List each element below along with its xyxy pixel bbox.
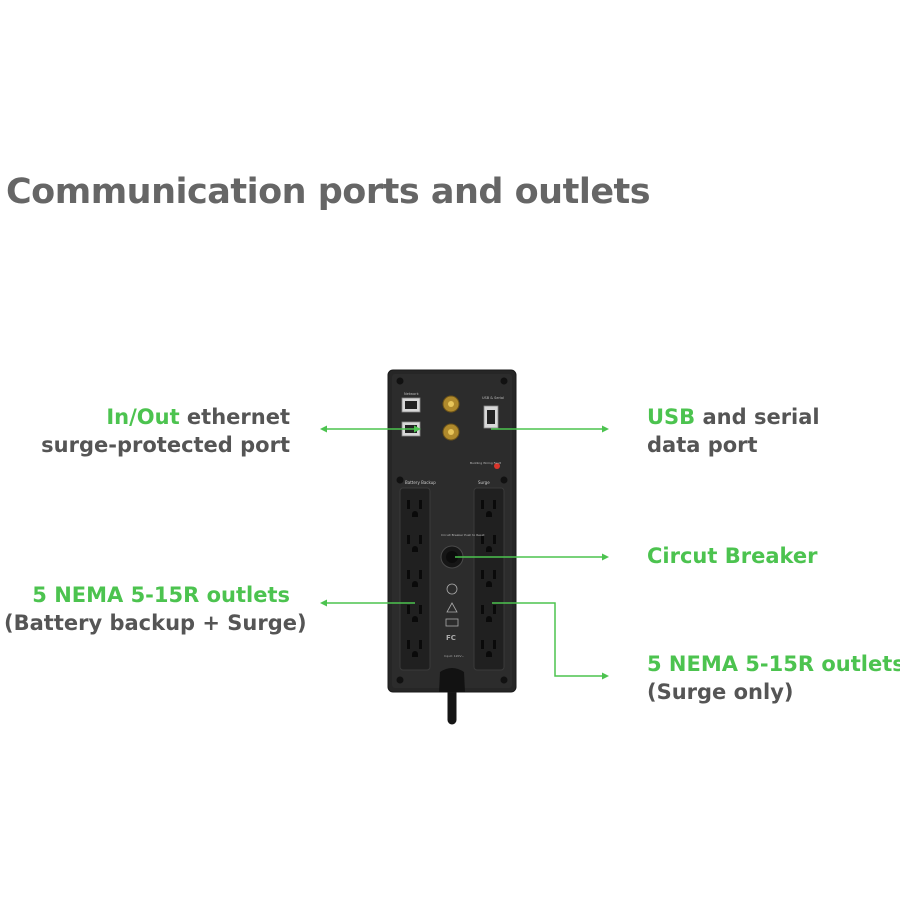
ethernet-callout-accent: In/Out [106, 405, 180, 429]
surge-label: Surge [478, 480, 490, 485]
screws [396, 377, 508, 684]
breaker-label: Circuit Breaker Push to Reset [441, 533, 485, 537]
usb-serial-port: USB & Serial [482, 396, 504, 429]
coax-connectors [442, 395, 460, 441]
page-title: Communication ports and outlets [6, 172, 651, 212]
certification-marks: FC [445, 583, 459, 642]
surge-outlet-strip [473, 487, 505, 671]
surge-callout-line2: (Surge only) [647, 680, 794, 704]
svg-text:FC: FC [446, 634, 456, 642]
wiring-fault-label: Building Wiring Fault [470, 461, 502, 465]
battery-outlets-callout: 5 NEMA 5-15R outlets (Battery backup + S… [4, 581, 307, 637]
usb-callout-accent: USB [647, 405, 696, 429]
network-label: Network [404, 392, 420, 396]
usb-callout-line2: data port [647, 433, 758, 457]
surge-outlets-arrow [492, 602, 605, 677]
callout-arrows [320, 425, 609, 680]
cord-strain-relief [439, 668, 465, 692]
battery-callout-accent: 5 NEMA 5-15R outlets [32, 583, 290, 607]
wiring-fault-led [494, 463, 500, 469]
battery-outlet-strip [399, 487, 431, 671]
battery-backup-label: Battery Backup [405, 480, 436, 485]
usb-callout: USB and serial data port [647, 403, 820, 459]
ethernet-callout-line2: surge-protected port [41, 433, 290, 457]
surge-callout-accent: 5 NEMA 5-15R outlets [647, 652, 900, 676]
battery-callout-line2: (Battery backup + Surge) [4, 611, 307, 635]
ethernet-callout: In/Out ethernet surge-protected port [40, 403, 290, 459]
usb-callout-rest: and serial [695, 405, 820, 429]
input-rating-label: Input: 120V~ [444, 654, 465, 658]
breaker-callout: Circut Breaker [647, 542, 818, 570]
ethernet-callout-rest: ethernet [179, 405, 290, 429]
breaker-callout-accent: Circut Breaker [647, 544, 818, 568]
surge-outlets-callout: 5 NEMA 5-15R outlets (Surge only) [647, 650, 900, 706]
usb-serial-label: USB & Serial [482, 396, 504, 400]
